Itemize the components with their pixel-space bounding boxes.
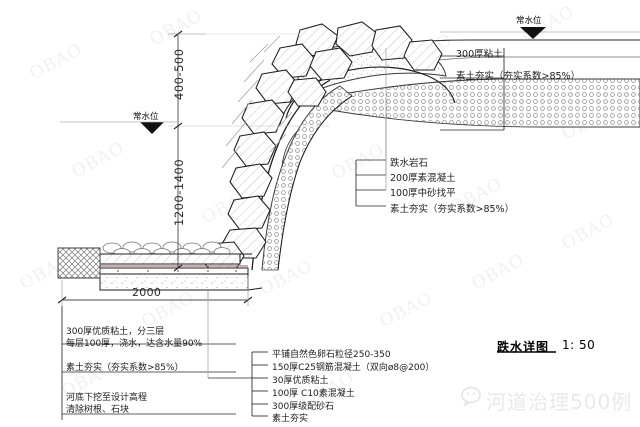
water-level-marker-left	[140, 122, 164, 134]
callout-center-1: 200厚素混凝土	[390, 173, 456, 184]
material-1: 150厚C25钢筋混凝土（双向ø8@200）	[272, 363, 435, 373]
drawing-title: 跌水详图	[497, 340, 550, 354]
material-4: 300厚级配砂石	[272, 402, 335, 412]
note-left-2: 素土夯实（夯实系数>85%）	[66, 363, 184, 373]
material-0: 平铺自然色卵石粒径250-350	[272, 350, 391, 360]
water-level-label-right: 常水位	[516, 16, 542, 26]
note-left-3: 河底下挖至设计高程	[66, 393, 148, 403]
material-3: 100厚 C10素混凝土	[272, 389, 355, 399]
dimension-lower-vertical: 1200-1400	[172, 158, 186, 226]
water-level-label-left: 常水位	[133, 112, 159, 122]
dimension-upper-vertical: 400-500	[172, 48, 186, 100]
callout-center-0: 跌水岩石	[390, 158, 429, 169]
note-left-0: 300厚优质粘土，分三层	[66, 327, 165, 337]
callout-right-0: 300厚粘土	[456, 49, 503, 60]
callout-center-2: 100厚中砂找平	[390, 188, 456, 199]
callout-right-1: 素土夯实（夯实系数>85%）	[456, 71, 581, 82]
material-2: 30厚优质粘土	[272, 376, 329, 386]
note-left-1: 每层100厚，浇水，达含水量90%	[66, 339, 203, 349]
dimension-horizontal-base: 2000	[132, 286, 162, 299]
footer-account-name: 河道治理500例	[486, 390, 633, 414]
drawing-scale: 1: 50	[562, 338, 596, 352]
callout-center-3: 素土夯实（夯实系数>85%）	[390, 204, 515, 215]
material-5: 素土夯实	[272, 414, 309, 424]
water-level-marker-right	[520, 27, 546, 39]
note-left-4: 清除树根、石块	[66, 405, 130, 415]
wechat-icon	[461, 386, 481, 407]
